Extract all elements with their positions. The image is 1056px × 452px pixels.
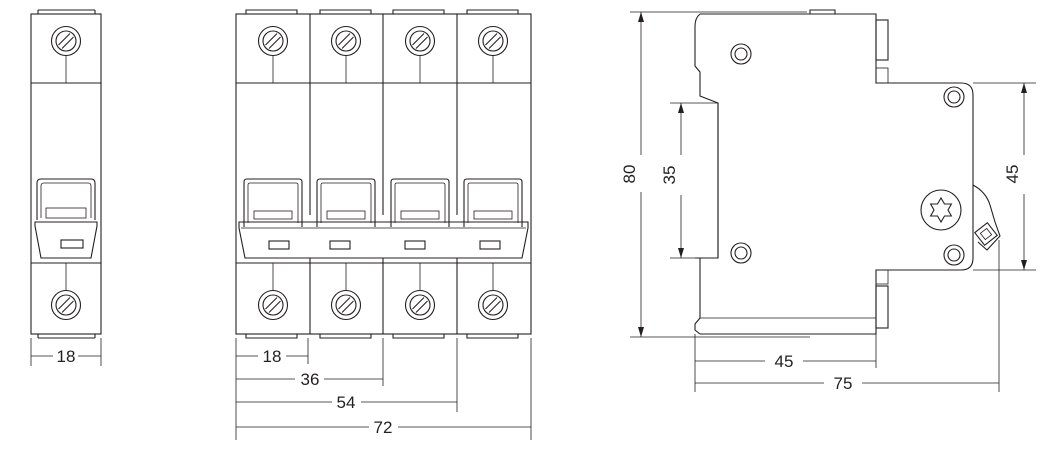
dimension-line-18: 18: [30, 338, 102, 366]
rivet-icon: [943, 86, 965, 108]
dimension-line-75: 75: [695, 240, 1000, 393]
screw-terminal-icon: [477, 289, 509, 321]
rivet-icon: [730, 43, 752, 65]
side-view: 80 35 45 45: [620, 9, 1036, 393]
screw-terminal-icon: [257, 289, 289, 321]
rivet-icon: [943, 244, 965, 266]
dimension-line-35: 35: [660, 102, 718, 259]
screw-terminal-icon: [257, 25, 289, 57]
screw-terminal-icon: [404, 25, 436, 57]
toggle-lever-icon: [390, 178, 450, 228]
screw-terminal-icon: [330, 289, 362, 321]
dimension-label: 80: [620, 165, 639, 184]
dimension-line-18: 18: [236, 347, 308, 366]
dimension-label: 75: [834, 374, 853, 393]
rivet-icon: [730, 242, 752, 264]
dimension-label: 72: [374, 418, 393, 437]
dimension-label: 35: [660, 166, 679, 185]
dimension-line-45-vertical: 45: [973, 82, 1036, 271]
side-lever-icon: [972, 184, 1001, 251]
toggle-lever-icon: [243, 178, 303, 228]
dimension-label: 45: [1003, 165, 1022, 184]
dimension-label: 54: [337, 393, 356, 412]
toggle-lever-icon: [463, 178, 523, 228]
screw-terminal-icon: [50, 289, 82, 321]
screw-terminal-icon: [330, 25, 362, 57]
screw-terminal-icon: [404, 289, 436, 321]
screw-terminal-icon: [477, 25, 509, 57]
dimension-label: 45: [775, 352, 794, 371]
toggle-lever-icon: [316, 178, 376, 228]
dimension-label: 36: [301, 370, 320, 389]
screw-terminal-icon: [50, 25, 82, 57]
dimension-line-54: 54: [236, 393, 457, 412]
toggle-lever-icon: [34, 178, 98, 259]
single-pole-front-view: 18: [30, 9, 102, 366]
dimension-line-80: 80: [620, 11, 810, 338]
dimension-label: 18: [263, 347, 282, 366]
dimension-line-45-horizontal: 45: [694, 334, 877, 392]
dimension-line-36: 36: [236, 370, 383, 389]
torx-screw-icon: [920, 189, 962, 231]
dimension-line-72: 72: [236, 418, 531, 437]
four-pole-front-view: 18 36 54 72: [235, 9, 532, 440]
dimension-label: 18: [57, 347, 76, 366]
